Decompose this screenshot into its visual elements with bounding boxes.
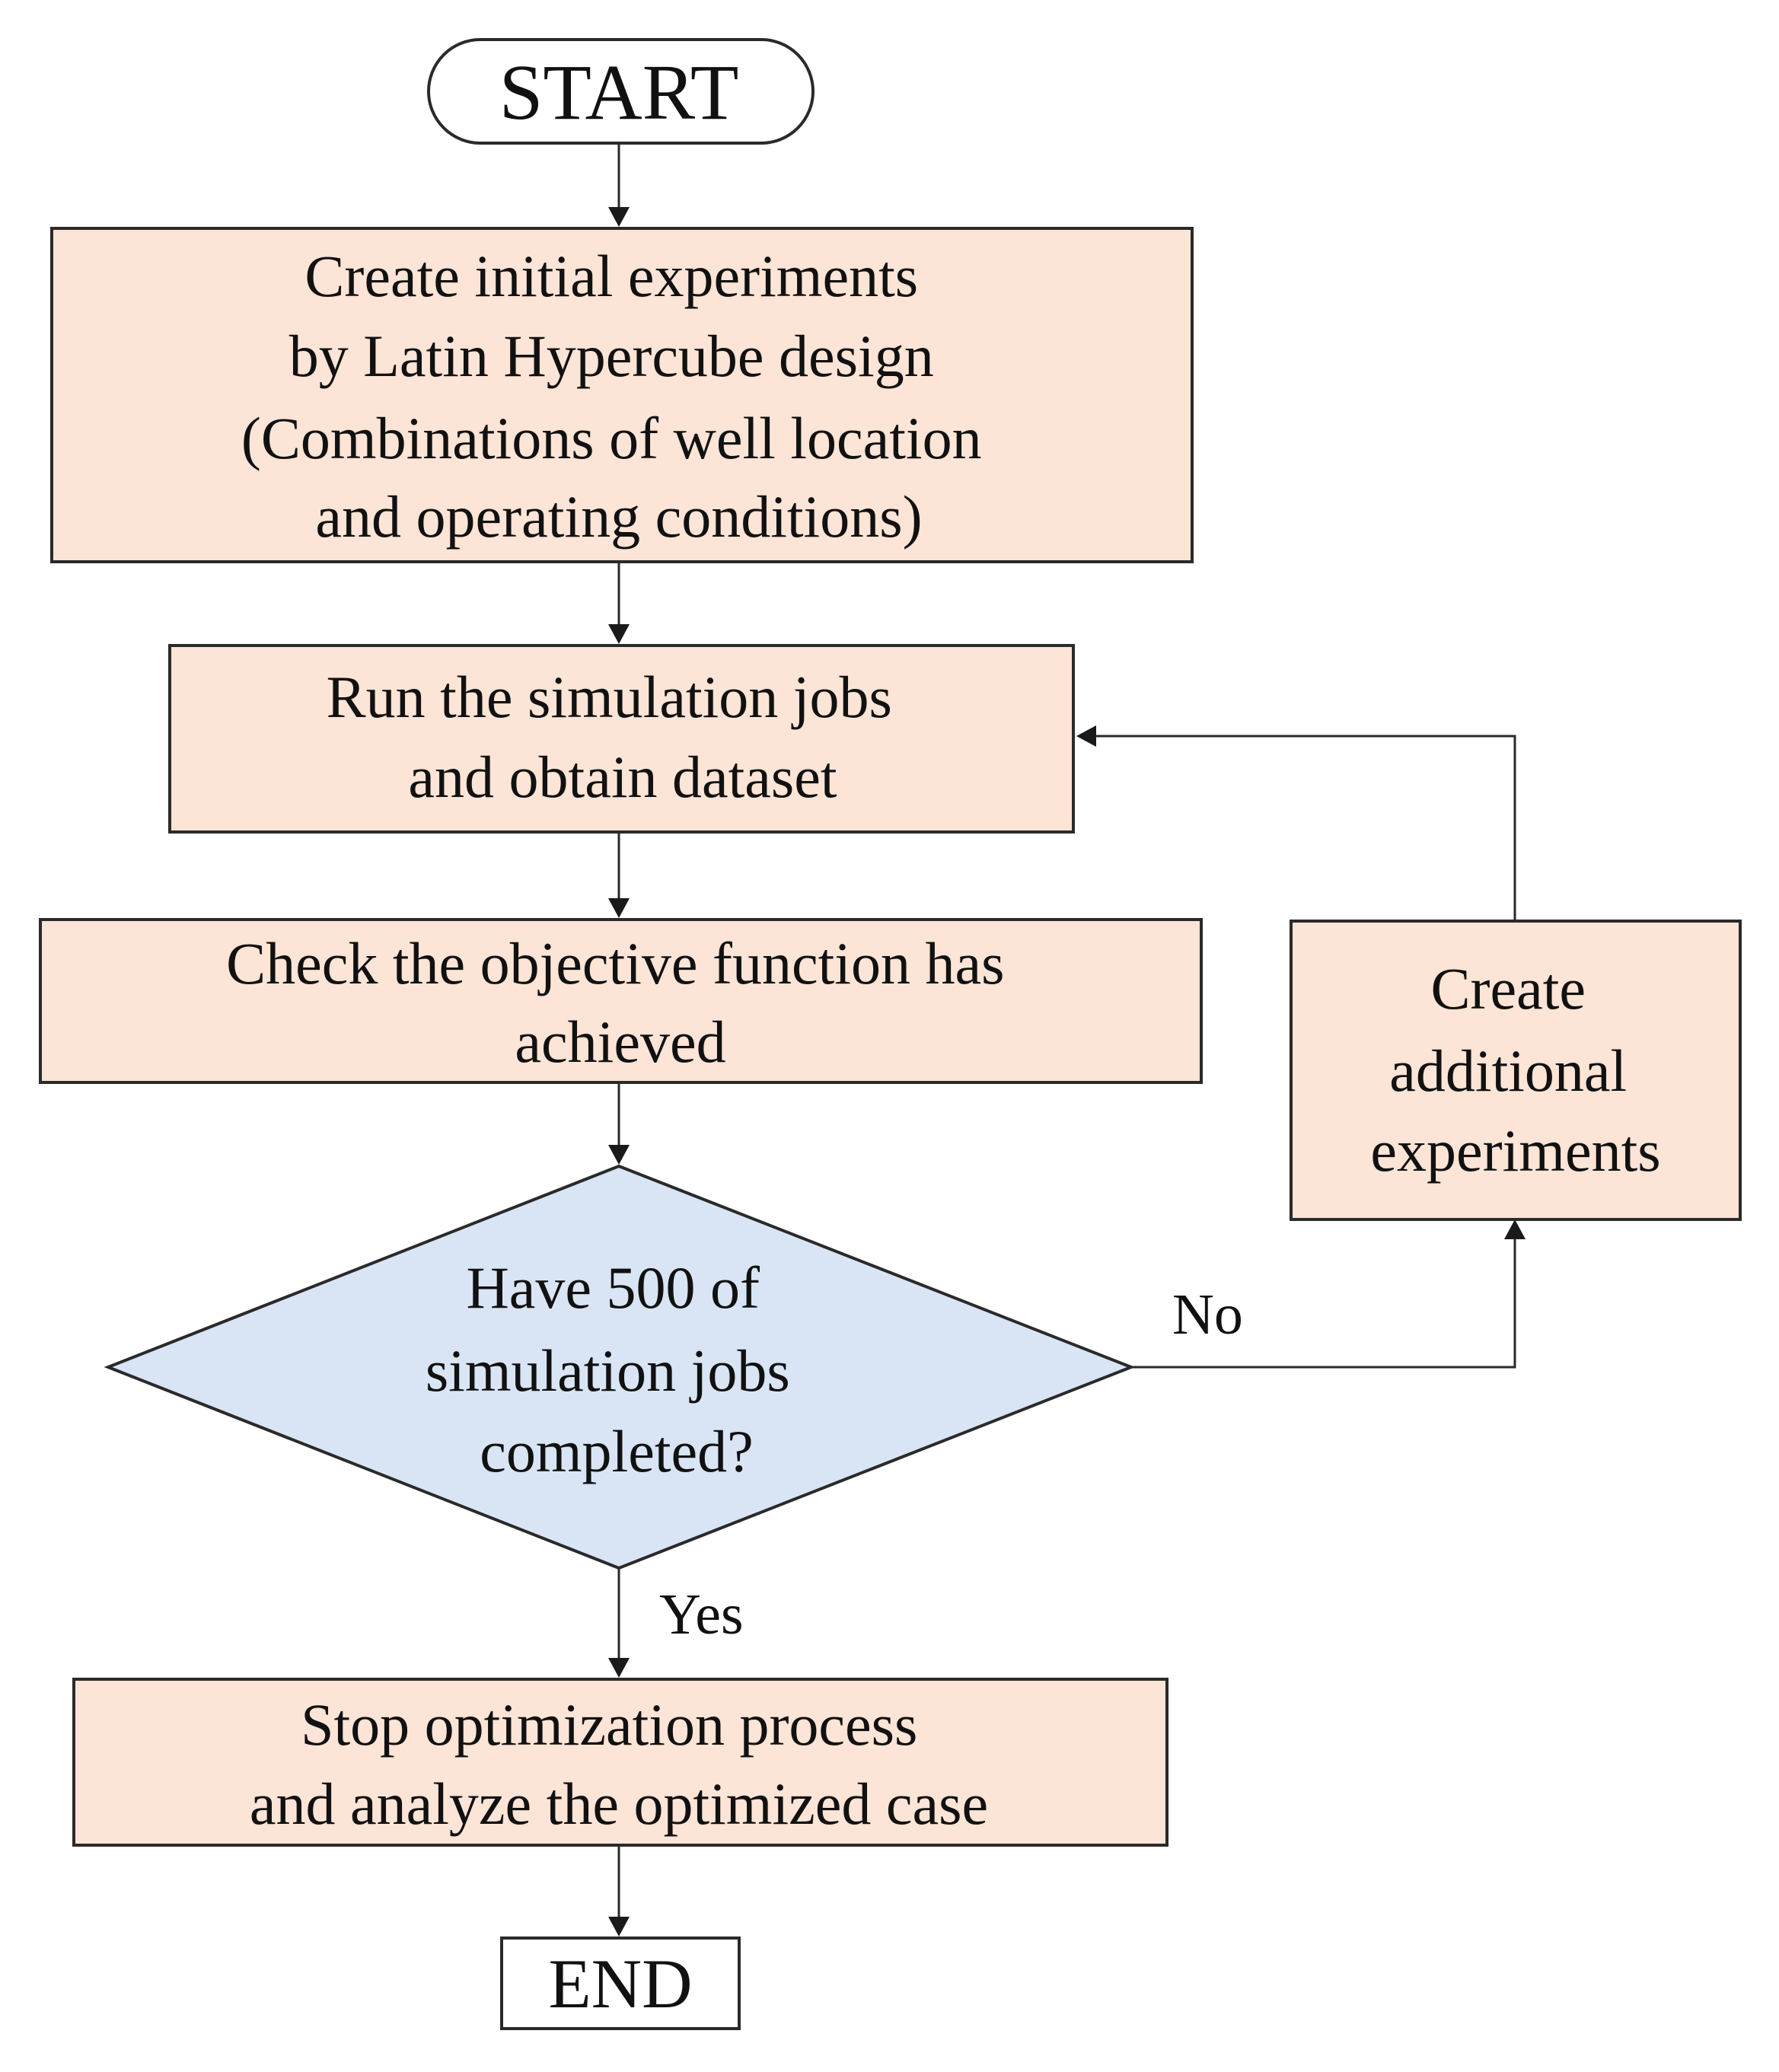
create-additional-box [1290,920,1742,1221]
no-edge-label: No [1172,1283,1243,1347]
stop-node: Stop optimization process and analyze th… [72,1678,1168,1847]
check-objective-node: Check the objective function has achieve… [39,918,1203,1084]
run-simulation-line-2: and obtain dataset [408,744,837,810]
run-simulation-line-1: Run the simulation jobs [327,664,892,730]
arrowhead-check-to-decision [608,1145,630,1165]
create-initial-line-3: (Combinations of well location [241,405,982,471]
create-additional-line-1: Create [1430,955,1586,1022]
arrowhead-decision-yes [608,1658,630,1678]
decision-label: Have 500 of simulation jobs completed? [426,1254,805,1484]
create-initial-box [50,227,1194,563]
stop-label: Stop optimization process and analyze th… [250,1691,988,1837]
create-initial-line-1: Create initial experiments [304,243,918,309]
create-additional-label: Create additional experiments [1370,955,1660,1184]
end-label: END [548,1945,692,2023]
arrowhead-create-to-run [608,624,630,644]
stop-box [72,1678,1168,1847]
stop-line-1: Stop optimization process [301,1691,917,1758]
end-node: END [500,1937,741,2030]
arrowhead-run-to-check [608,898,630,918]
arrowhead-decision-no [1504,1219,1526,1239]
connectors [608,143,1526,1937]
check-objective-line-2: achieved [515,1009,725,1075]
create-initial-line-2: by Latin Hypercube design [289,323,934,389]
arrowhead-additional-to-run [1076,725,1096,747]
create-initial-line-4: and operating conditions) [315,483,922,550]
start-label: START [499,49,739,136]
yes-edge-label: Yes [659,1583,744,1646]
create-initial-label: Create initial experiments by Latin Hype… [241,243,996,550]
run-simulation-label: Run the simulation jobs and obtain datas… [327,664,907,810]
arrowhead-start-to-create [608,207,630,227]
create-additional-line-2: additional [1389,1038,1627,1104]
check-objective-label: Check the objective function has achieve… [226,930,1019,1075]
check-objective-line-1: Check the objective function has [226,930,1004,996]
decision-line-2: simulation jobs [426,1337,790,1404]
create-additional-line-3: experiments [1370,1117,1660,1184]
decision-line-1: Have 500 of [466,1254,760,1321]
arrowhead-stop-to-end [608,1917,630,1937]
create-initial-node: Create initial experiments by Latin Hype… [50,227,1194,563]
decision-diamond [104,1164,1136,1570]
start-terminal-shape [427,38,815,145]
decision-line-3: completed? [480,1418,754,1484]
connector-additional-to-run [1096,735,1516,920]
check-objective-box [39,918,1203,1084]
create-additional-node: Create additional experiments [1290,920,1742,1221]
end-terminal-shape [500,1937,741,2030]
run-simulation-node: Run the simulation jobs and obtain datas… [168,644,1075,834]
connector-decision-no [1131,1239,1516,1369]
decision-node: Have 500 of simulation jobs completed? [104,1164,1136,1570]
start-node: START [427,38,815,145]
run-simulation-box [168,644,1075,834]
stop-line-2: and analyze the optimized case [250,1771,988,1837]
